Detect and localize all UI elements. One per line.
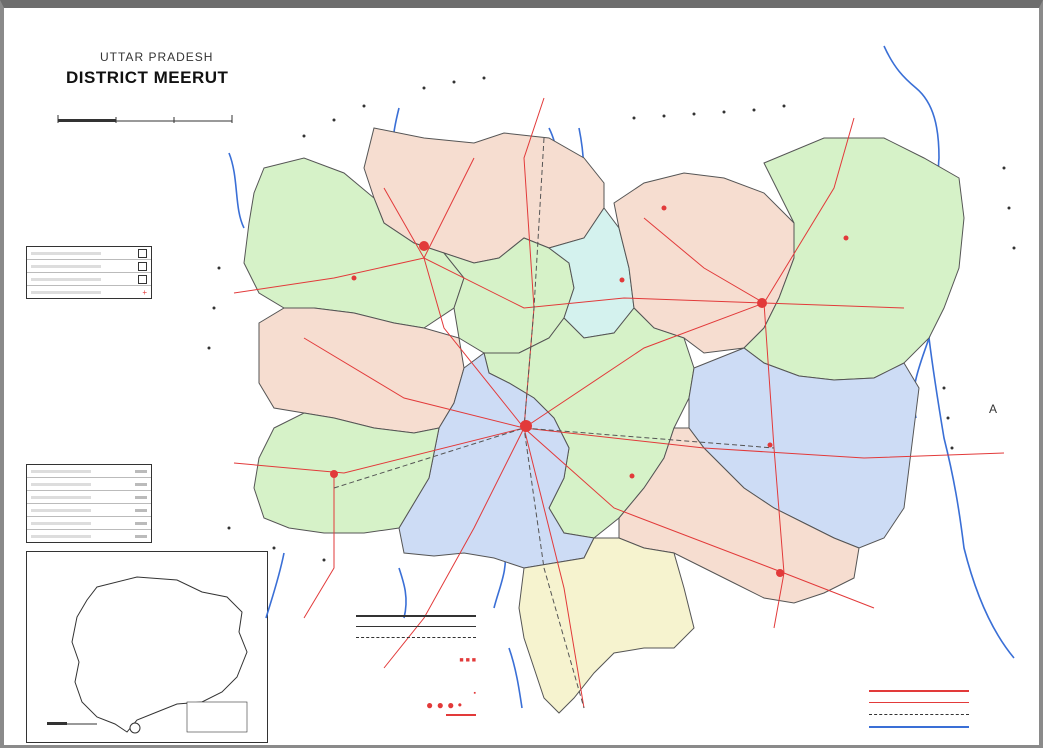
square-symbol-icon [138, 261, 147, 271]
tehsil-hq-marker [776, 569, 784, 577]
tehsil-hq-marker [419, 241, 429, 251]
statistics-box [26, 464, 152, 543]
border-text-dots [207, 76, 1016, 562]
district-map: A [207, 45, 1016, 714]
map-subtitle: UTTAR PRADESH [100, 50, 214, 64]
square-symbol-icon [138, 248, 147, 258]
district-hq-marker [520, 420, 532, 432]
tehsil-regions [243, 127, 965, 714]
map-title: DISTRICT MEERUT [66, 68, 229, 87]
road-legend [749, 684, 979, 732]
square-symbol-icon [138, 274, 147, 284]
tehsil-hq-marker [757, 298, 767, 308]
road-network [233, 97, 1005, 709]
north-arrow: A [989, 402, 997, 416]
tehsil-hq-marker [330, 470, 338, 478]
inset-outline [47, 576, 248, 734]
inset-locator-map [26, 551, 268, 743]
town-markers [330, 205, 849, 577]
symbol-legend: + [26, 246, 152, 299]
boundary-legend: ■ ■ ■ ▪ ● ● ● • [286, 610, 516, 720]
cross-symbol-icon: + [142, 287, 147, 297]
scale-bar [57, 115, 233, 123]
